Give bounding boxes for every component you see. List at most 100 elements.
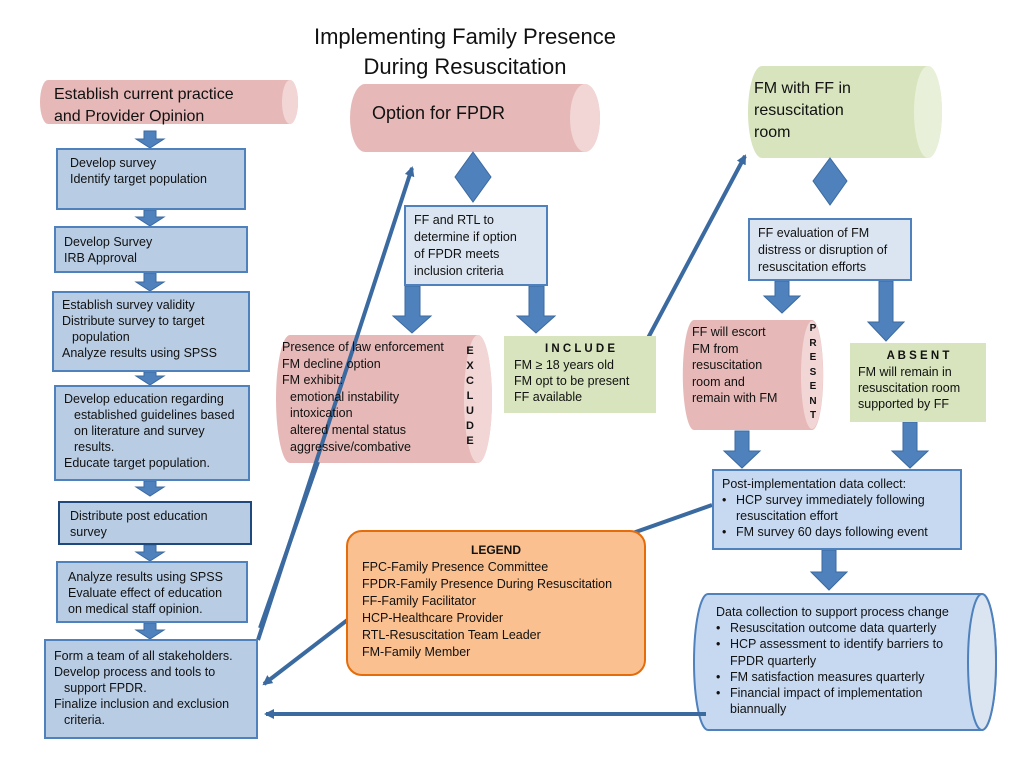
include-heading: I N C L U D E bbox=[544, 343, 616, 355]
exclude-line: FM decline option bbox=[282, 356, 381, 371]
step7-line: Finalize inclusion and exclusion bbox=[54, 697, 230, 711]
ff-room-cylinder bbox=[748, 66, 942, 158]
data-collection-text: Data collection to support process chang… bbox=[716, 604, 970, 717]
step6-line: Analyze results using SPSS bbox=[68, 570, 223, 584]
present-vertical-label: P R E S E N T bbox=[807, 322, 819, 424]
decision-diamond-right bbox=[812, 157, 848, 206]
left-flow-arrows bbox=[134, 130, 166, 640]
evaluation-line: FF evaluation of FM bbox=[758, 226, 870, 240]
center-flow-arrows bbox=[391, 280, 930, 591]
step-survey-validity: Establish survey validity Distribute sur… bbox=[52, 291, 250, 372]
step3-line: Distribute survey to target bbox=[62, 314, 205, 328]
ff-room-line: room bbox=[754, 124, 791, 141]
legend-item: RTL-Resuscitation Team Leader bbox=[362, 628, 541, 642]
include-line: FF available bbox=[514, 390, 583, 404]
legend-item: FPC-Family Presence Committee bbox=[362, 560, 549, 574]
legend-title: LEGEND bbox=[470, 543, 521, 557]
exclude-cylinder bbox=[276, 335, 492, 463]
present-letter: N bbox=[809, 395, 817, 407]
absent-line: FM will remain in bbox=[858, 365, 952, 379]
step5-line: Distribute post education bbox=[70, 509, 208, 523]
step1-line: Develop survey bbox=[70, 156, 157, 170]
step-form-team: Form a team of all stakeholders. Develop… bbox=[44, 639, 258, 739]
step5-line: survey bbox=[70, 525, 107, 539]
title-line-2: During Resuscitation bbox=[363, 54, 567, 79]
step7-line: criteria. bbox=[64, 713, 105, 727]
step3-line: Establish survey validity bbox=[62, 298, 195, 312]
arrow-exclude-to-team bbox=[258, 461, 320, 629]
diagram-title: Implementing Family Presence During Resu… bbox=[250, 22, 680, 82]
data-collection-heading: Data collection to support process chang… bbox=[716, 605, 949, 619]
legend-item: FF-Family Facilitator bbox=[362, 594, 476, 608]
present-letter: R bbox=[809, 337, 817, 349]
present-letter: S bbox=[809, 366, 817, 378]
ff-room-line: FM with FF in bbox=[754, 80, 851, 97]
exclude-letter: E bbox=[466, 345, 474, 357]
present-line: resuscitation bbox=[692, 358, 763, 372]
title-line-1: Implementing Family Presence bbox=[313, 24, 616, 49]
legend-item: FM-Family Member bbox=[362, 645, 471, 659]
step2-line: Develop Survey bbox=[64, 235, 153, 249]
step6-line: Evaluate effect of education bbox=[68, 586, 223, 600]
exclude-line: aggressive/combative bbox=[290, 439, 411, 454]
legend-item: HCP-Healthcare Provider bbox=[362, 611, 504, 625]
step-irb-approval: Develop Survey IRB Approval bbox=[54, 226, 248, 273]
data-collection-bullet: HCP assessment to identify barriers to F… bbox=[716, 636, 970, 668]
step7-line: Form a team of all stakeholders. bbox=[54, 649, 233, 663]
determine-line: FF and RTL to bbox=[414, 213, 494, 227]
exclude-vertical-label: E X C L U D E bbox=[464, 344, 476, 449]
absent-line: resuscitation room bbox=[858, 381, 961, 395]
present-line: remain with FM bbox=[692, 391, 778, 405]
legend-item: FPDR-Family Presence During Resuscitatio… bbox=[362, 577, 613, 591]
step-analyze-results: Analyze results using SPSS Evaluate effe… bbox=[56, 561, 248, 623]
post-impl-bullet: HCP survey immediately following resusci… bbox=[722, 492, 952, 524]
post-impl-heading: Post-implementation data collect: bbox=[722, 477, 907, 491]
option-cylinder bbox=[350, 84, 600, 152]
determine-line: of FPDR meets bbox=[414, 247, 500, 261]
establish-line-2: and Provider Opinion bbox=[54, 108, 205, 125]
absent-box: A B S E N T FM will remain in resuscitat… bbox=[850, 343, 986, 422]
present-line: FM from bbox=[692, 341, 739, 356]
present-letter: P bbox=[809, 323, 817, 334]
step1-line: Identify target population bbox=[70, 172, 207, 186]
exclude-line: altered mental status bbox=[290, 422, 407, 437]
step2-line: IRB Approval bbox=[64, 251, 137, 265]
determine-inclusion-box: FF and RTL to determine if option of FPD… bbox=[404, 205, 548, 286]
exclude-letter: C bbox=[466, 375, 474, 387]
step4-line: Educate target population. bbox=[64, 456, 210, 470]
data-collection-bullet: FM satisfaction measures quarterly bbox=[716, 669, 970, 685]
present-letter: T bbox=[809, 410, 817, 421]
present-letter: E bbox=[809, 381, 817, 392]
arrow-post-to-team bbox=[629, 503, 713, 536]
step-post-education-survey: Distribute post education survey bbox=[58, 501, 252, 545]
step4-line: results. bbox=[74, 440, 115, 454]
present-line: room and bbox=[692, 374, 745, 389]
arrow-legend-to-team bbox=[262, 616, 352, 686]
present-cylinder bbox=[682, 320, 824, 430]
decision-diamond-left bbox=[454, 151, 492, 203]
option-label: Option for FPDR bbox=[372, 103, 506, 123]
data-collection-bullet: Resuscitation outcome data quarterly bbox=[716, 620, 970, 636]
establish-header: Establish current practice and Provider … bbox=[54, 84, 234, 128]
exclude-letter: U bbox=[466, 405, 474, 417]
establish-line-1: Establish current practice bbox=[54, 86, 234, 103]
arrow-include-to-ffroom bbox=[646, 154, 747, 339]
present-line: FF will escort bbox=[692, 325, 766, 339]
ff-evaluation-box: FF evaluation of FM distress or disrupti… bbox=[748, 218, 912, 281]
post-implementation-box: Post-implementation data collect: HCP su… bbox=[712, 469, 962, 550]
step6-line: on medical staff opinion. bbox=[68, 602, 203, 616]
establish-cylinder bbox=[40, 80, 298, 124]
step3-line: population bbox=[72, 330, 130, 344]
step7-line: Develop process and tools to bbox=[54, 665, 216, 679]
exclude-line: emotional instability bbox=[290, 389, 400, 404]
step-develop-survey: Develop survey Identify target populatio… bbox=[56, 148, 246, 210]
step-develop-education: Develop education regarding established … bbox=[54, 385, 250, 481]
ff-room-line: resuscitation bbox=[754, 102, 844, 119]
exclude-letter: L bbox=[466, 390, 474, 402]
determine-line: determine if option bbox=[414, 230, 517, 244]
exclude-criteria: Presence of law enforcement FM decline o… bbox=[282, 339, 462, 455]
legend-box: LEGEND FPC-Family Presence Committee FPD… bbox=[346, 530, 646, 676]
step3-line: Analyze results using SPSS bbox=[62, 346, 217, 360]
present-letter: E bbox=[809, 352, 817, 363]
data-collection-bullet: Financial impact of implementation biann… bbox=[716, 685, 970, 717]
